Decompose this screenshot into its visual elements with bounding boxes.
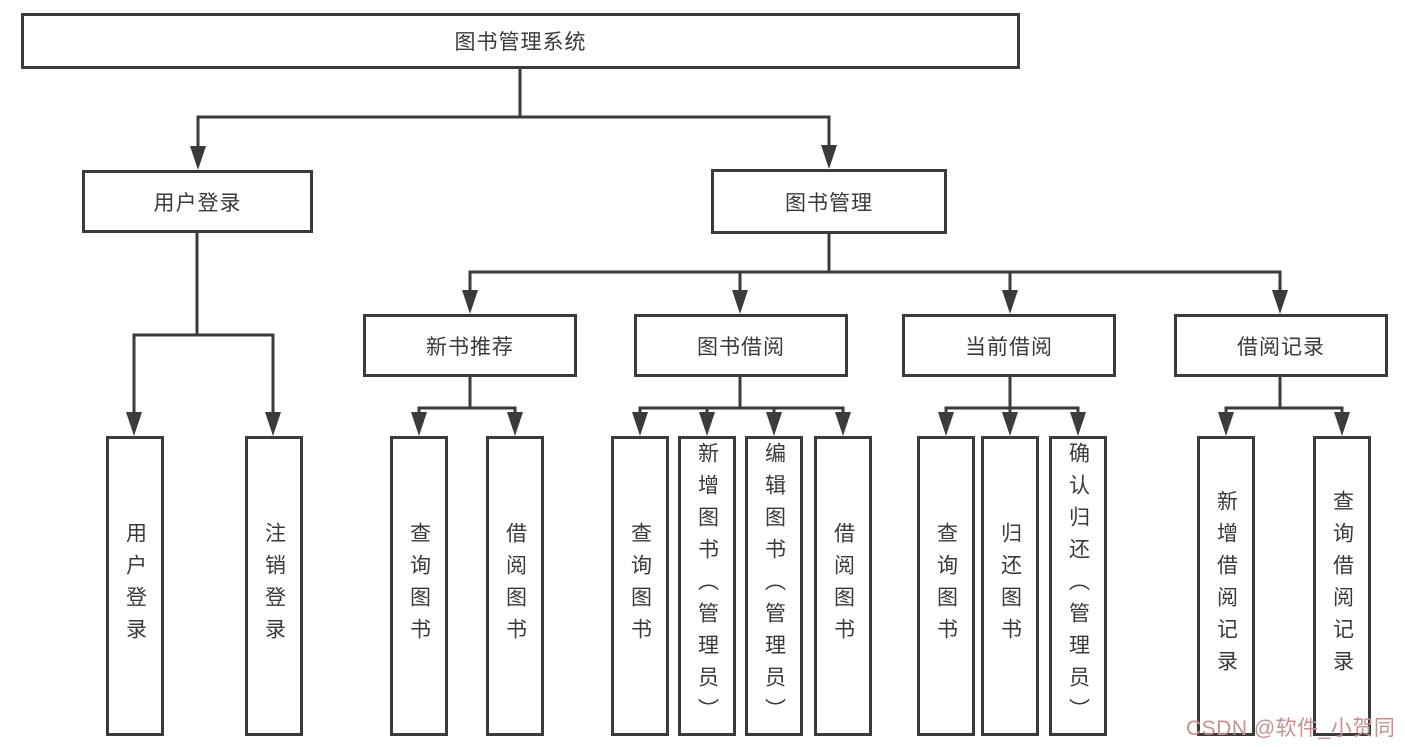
arrowheads <box>126 145 1350 436</box>
leaf-edit-book-admin: 编辑图书（管理员） <box>745 436 803 736</box>
leaf-query-books-borrowing: 查询图书 <box>611 436 669 736</box>
leaf-return-books: 归还图书 <box>981 436 1039 736</box>
node-label: 借阅记录 <box>1237 335 1325 359</box>
node-library-management-system: 图书管理系统 <box>21 13 1020 69</box>
node-user-login: 用户登录 <box>82 170 313 233</box>
leaf-confirm-return-admin: 确认归还（管理员） <box>1049 436 1107 736</box>
node-label: 当前借阅 <box>965 335 1053 359</box>
node-label: 图书借阅 <box>697 335 785 359</box>
leaf-user-login: 用户登录 <box>106 436 164 736</box>
node-label: 用户登录 <box>153 191 242 215</box>
node-label: 图书管理 <box>785 191 873 215</box>
node-book-borrowing: 图书借阅 <box>634 314 848 377</box>
leaf-query-borrow-record: 查询借阅记录 <box>1313 436 1371 736</box>
leaf-borrow-books-recommend: 借阅图书 <box>486 436 544 736</box>
node-current-borrowing: 当前借阅 <box>902 314 1116 377</box>
node-new-book-recommendation: 新书推荐 <box>363 314 577 377</box>
leaf-logout: 注销登录 <box>245 436 303 736</box>
leaf-add-borrow-record: 新增借阅记录 <box>1197 436 1255 736</box>
csdn-watermark: CSDN @软件_小贺同学 <box>1186 717 1396 740</box>
leaf-query-books-current: 查询图书 <box>917 436 975 736</box>
leaf-borrow-books-borrowing: 借阅图书 <box>814 436 872 736</box>
node-label: 图书管理系统 <box>454 31 587 54</box>
node-book-management: 图书管理 <box>711 169 947 234</box>
node-borrowing-records: 借阅记录 <box>1174 314 1388 377</box>
node-label: 新书推荐 <box>426 335 514 359</box>
leaf-query-books-recommend: 查询图书 <box>390 436 448 736</box>
leaf-add-book-admin: 新增图书（管理员） <box>678 436 736 736</box>
